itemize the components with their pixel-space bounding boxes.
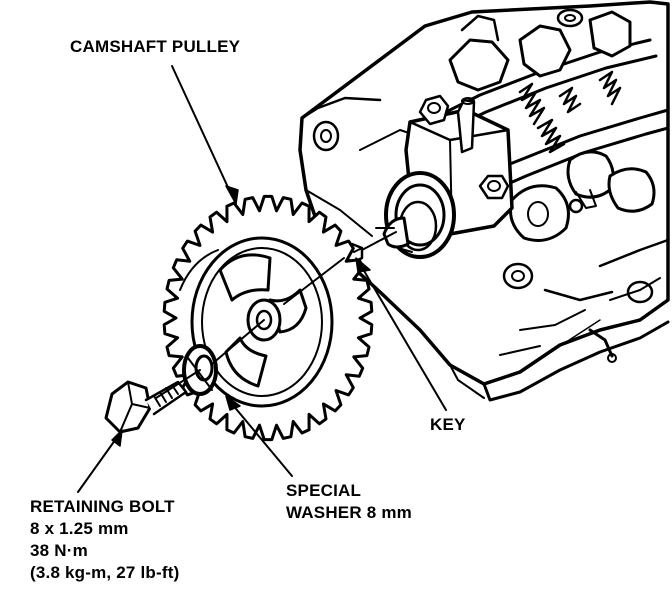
special-washer-label-line-1: SPECIAL xyxy=(286,481,362,500)
retaining-bolt-label-line-1: RETAINING BOLT xyxy=(30,497,175,516)
special-washer-label-line-2: WASHER 8 mm xyxy=(286,503,412,522)
camshaft-pulley xyxy=(162,194,374,442)
special-washer-label: SPECIAL WASHER 8 mm xyxy=(286,480,412,524)
retaining-bolt xyxy=(104,380,188,434)
assembly-axis-line xyxy=(155,231,397,399)
special-washer xyxy=(182,344,218,396)
key-label: KEY xyxy=(430,415,466,434)
retaining-bolt-label-line-4: (3.8 kg-m, 27 lb-ft) xyxy=(30,563,180,582)
cylinder-head xyxy=(298,0,670,402)
retaining-bolt-label-line-2: 8 x 1.25 mm xyxy=(30,519,129,538)
camshaft-pulley-label: CAMSHAFT PULLEY xyxy=(70,37,241,56)
retaining-bolt-label: RETAINING BOLT 8 x 1.25 mm 38 N·m (3.8 k… xyxy=(30,496,179,584)
retaining-bolt-label-line-3: 38 N·m xyxy=(30,541,88,560)
leader-lines xyxy=(77,65,447,493)
